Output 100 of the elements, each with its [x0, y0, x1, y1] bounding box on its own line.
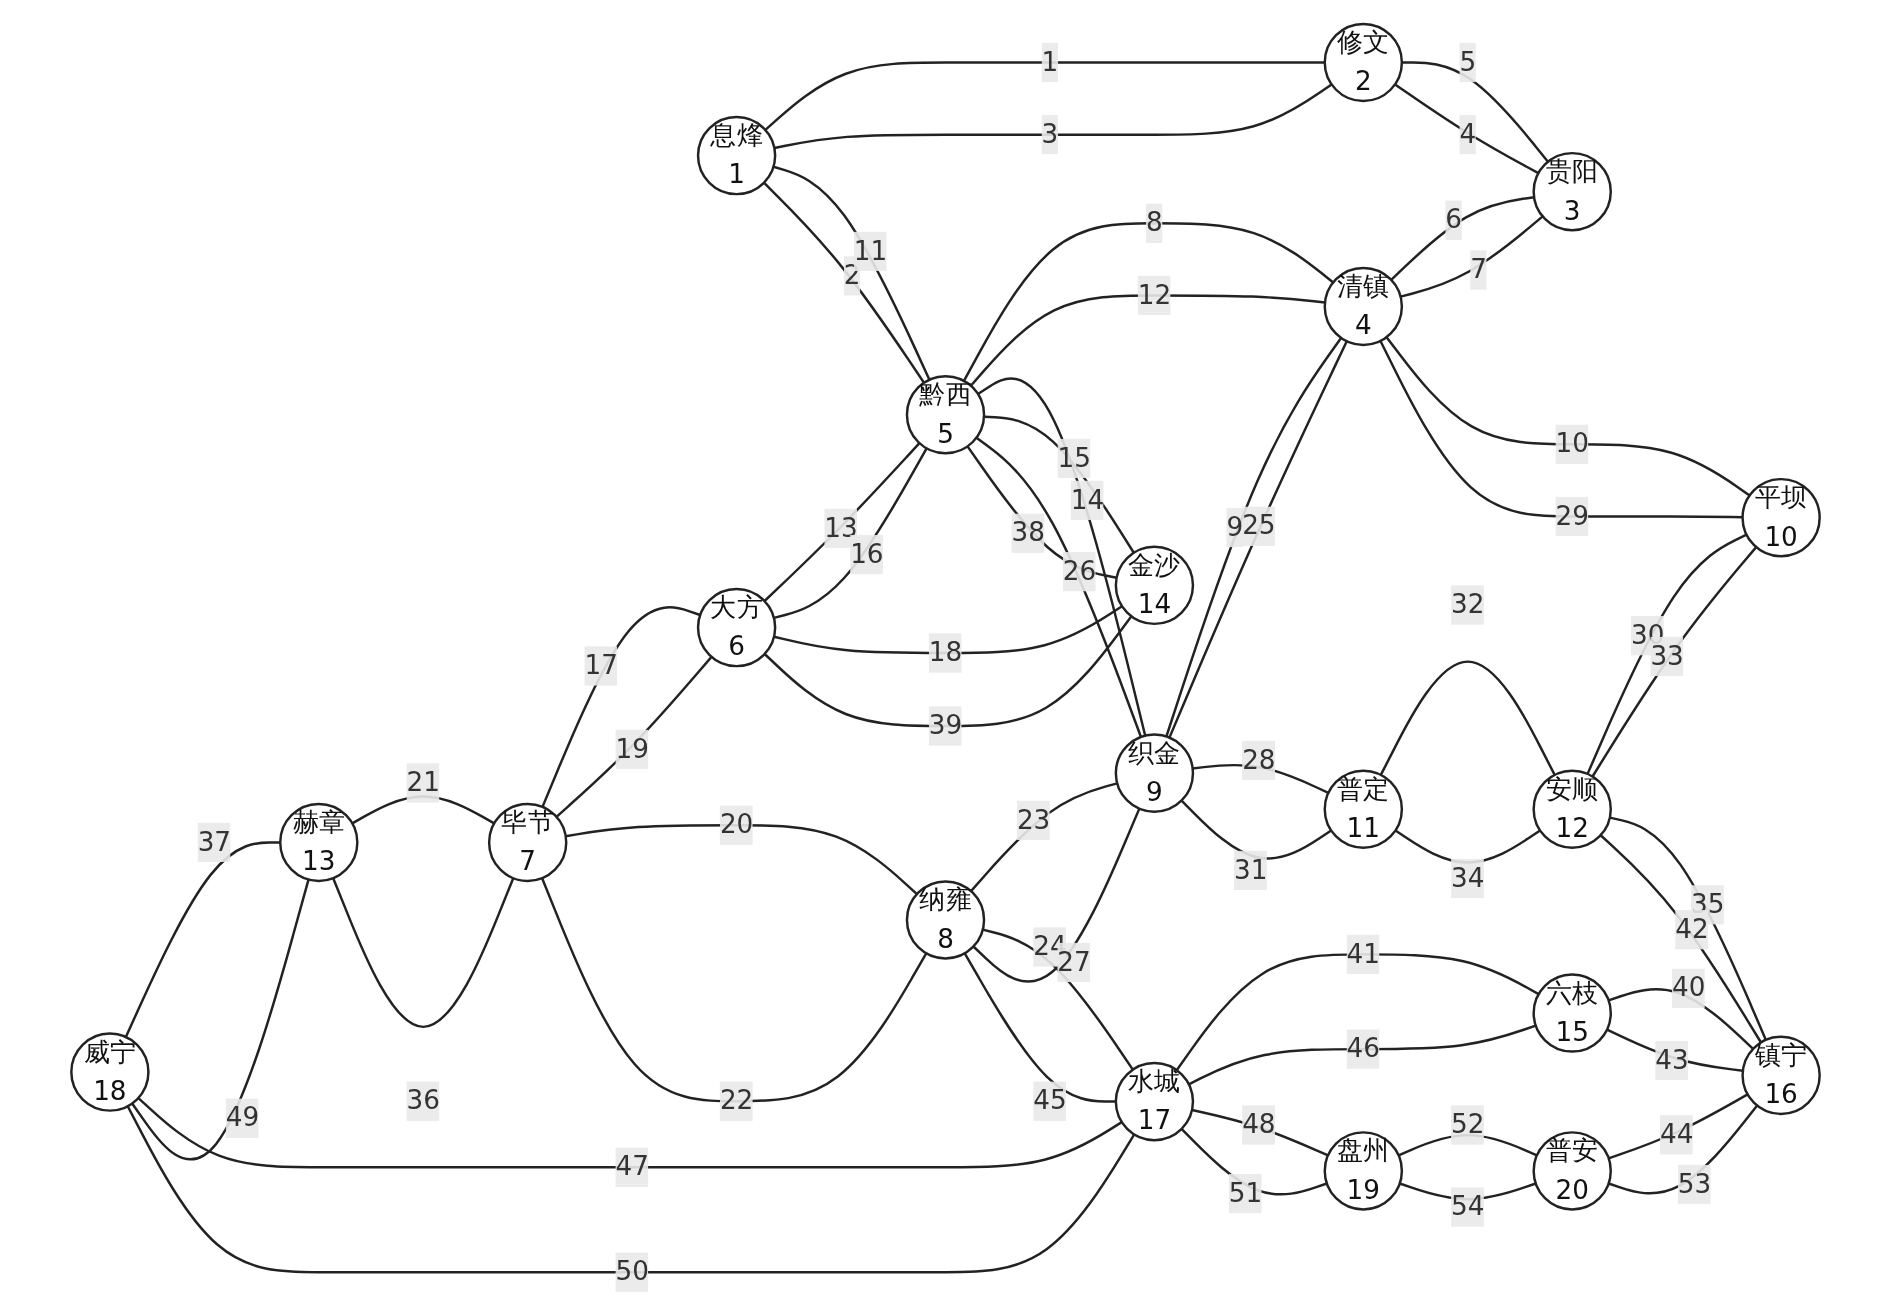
node-circle: 威宁 18	[70, 1032, 150, 1112]
node-circle: 织金 9	[1114, 733, 1195, 813]
node-circle: 大方 6	[696, 587, 777, 668]
edge-label: 51	[1228, 1177, 1263, 1209]
connector	[763, 442, 921, 602]
edge-label: 18	[928, 636, 963, 668]
edge-label: 44	[1659, 1118, 1694, 1150]
connector	[541, 606, 701, 808]
edge-label: 40	[1671, 971, 1706, 1004]
edge-label: 22	[719, 1084, 754, 1116]
connector	[962, 222, 1334, 382]
connector	[555, 656, 713, 818]
edge-label: 54	[1451, 1190, 1485, 1222]
connector	[763, 181, 926, 384]
node-circle: 普安 20	[1532, 1131, 1612, 1211]
node-circle: 黔西 5	[905, 374, 986, 455]
connector	[1608, 1104, 1759, 1195]
node-circle: 修文 2	[1323, 22, 1404, 103]
edge-label: 19	[615, 732, 649, 765]
edge-label: 29	[1555, 500, 1589, 532]
connector	[773, 165, 931, 381]
connector	[565, 824, 918, 895]
edge-label: 45	[1033, 1084, 1067, 1116]
edge-label: 17	[584, 649, 618, 681]
edge-label: 5	[1459, 46, 1477, 78]
edge-label: 25	[1242, 509, 1276, 542]
edge-label: 34	[1451, 862, 1485, 894]
edge-label: 39	[928, 709, 963, 741]
node-circle: 盘州 19	[1323, 1131, 1404, 1211]
edge-label: 43	[1655, 1044, 1689, 1076]
edge-label: 20	[719, 808, 754, 840]
connector	[1394, 83, 1539, 175]
connector	[1379, 660, 1556, 776]
edge-label: 48	[1242, 1108, 1276, 1140]
edge-label: 42	[1675, 913, 1709, 945]
connector	[763, 615, 1133, 728]
connector	[969, 294, 1326, 387]
connector	[1385, 336, 1751, 497]
edge-label: 52	[1451, 1108, 1485, 1140]
edge-label: 6	[1445, 203, 1463, 235]
edge-label: 47	[615, 1150, 649, 1182]
connector	[137, 1097, 1123, 1169]
connector	[774, 83, 1333, 150]
edge-label: 31	[1234, 853, 1268, 886]
node-circle: 赫章 13	[279, 802, 359, 883]
edge-label: 8	[1146, 206, 1163, 238]
edge-label: 32	[1451, 588, 1485, 620]
node-circle: 安顺 12	[1532, 769, 1612, 849]
edge-label: 3	[1041, 118, 1059, 150]
edge-label: 49	[225, 1101, 260, 1133]
connector	[975, 436, 1143, 738]
connector	[1599, 834, 1763, 1044]
edge-label: 23	[1016, 803, 1051, 836]
connector	[1400, 215, 1544, 298]
edge-label: 38	[1011, 516, 1045, 549]
connector	[1188, 1024, 1537, 1086]
connector	[1609, 816, 1767, 1041]
node-circle: 贵阳 3	[1532, 151, 1612, 232]
edge-label: 21	[406, 766, 440, 798]
node-circle: 普定 11	[1323, 769, 1404, 849]
connector	[1401, 61, 1549, 163]
edge-label: 15	[1057, 442, 1091, 474]
node-circle: 镇宁 16	[1741, 1035, 1821, 1116]
edge-label: 50	[615, 1255, 649, 1287]
node-circle: 息烽 1	[696, 115, 777, 196]
edge-label: 14	[1070, 483, 1105, 516]
edge-label: 28	[1242, 744, 1276, 776]
edge-label: 12	[1137, 279, 1172, 311]
node-circle: 六枝 15	[1532, 973, 1612, 1053]
connector	[540, 877, 928, 1103]
connector	[977, 377, 1147, 736]
connector	[773, 447, 928, 620]
node-circle: 水城 17	[1114, 1061, 1195, 1142]
connector	[131, 879, 310, 1161]
edge-label: 1	[1041, 46, 1059, 78]
connector	[764, 61, 1325, 131]
node-circle: 平坝 10	[1741, 477, 1821, 558]
edge-label: 37	[197, 826, 232, 858]
connector	[972, 808, 1141, 983]
connector	[1175, 953, 1540, 1071]
node-circle: 毕节 7	[487, 802, 568, 883]
node-circle: 纳雍 8	[905, 880, 986, 960]
edge-label: 4	[1459, 118, 1477, 150]
edge-label: 41	[1346, 937, 1381, 970]
connector	[126, 1105, 1136, 1274]
connector	[982, 928, 1134, 1071]
connector	[332, 877, 515, 1029]
node-circle: 清镇 4	[1323, 266, 1404, 347]
edge-label: 10	[1555, 427, 1589, 460]
edge-label: 53	[1677, 1168, 1712, 1200]
edge-label: 9	[1226, 511, 1244, 543]
connector	[963, 952, 1116, 1103]
edge-label: 26	[1062, 555, 1097, 587]
edge-label: 46	[1346, 1032, 1381, 1064]
edge-label: 7	[1470, 253, 1487, 285]
edge-label: 36	[406, 1084, 440, 1116]
connector	[124, 841, 281, 1038]
connector	[1379, 340, 1743, 519]
node-circle: 金沙 14	[1114, 545, 1195, 626]
connector	[970, 782, 1118, 892]
